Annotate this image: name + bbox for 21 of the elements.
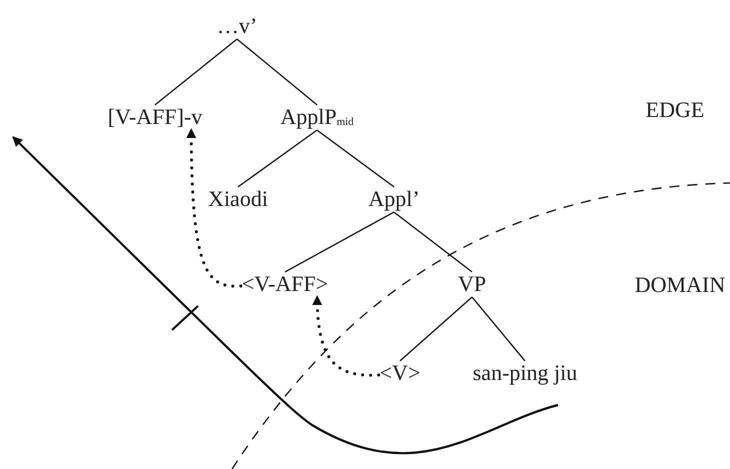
tree-branch bbox=[236, 38, 318, 106]
tree-node-label: san-ping jiu bbox=[472, 360, 578, 386]
tree-node-label: <V> bbox=[378, 360, 422, 386]
movement-arrow bbox=[312, 294, 380, 377]
tree-branch bbox=[394, 212, 472, 272]
tree-branch bbox=[284, 212, 394, 272]
tree-node-label: Xiaodi bbox=[207, 186, 269, 212]
tree-branch bbox=[472, 296, 526, 362]
tree-branch bbox=[316, 130, 394, 188]
tree-branch bbox=[238, 130, 318, 188]
tree-node-label: …v’ bbox=[216, 14, 258, 38]
tree-node-label: Appl’ bbox=[367, 186, 421, 212]
phase-label: EDGE bbox=[644, 98, 706, 122]
tree-branch bbox=[400, 296, 472, 362]
tree-node-label: ApplP$_{mid}$ bbox=[279, 104, 355, 130]
tree-node-label: [V-AFF]-v bbox=[106, 104, 204, 130]
movement-arrow bbox=[186, 128, 242, 288]
tree-node-label: <V-AFF> bbox=[240, 272, 330, 296]
tree-node-label: VP bbox=[456, 272, 488, 296]
phase-label: DOMAIN bbox=[634, 272, 726, 298]
tree-branch bbox=[154, 38, 238, 106]
